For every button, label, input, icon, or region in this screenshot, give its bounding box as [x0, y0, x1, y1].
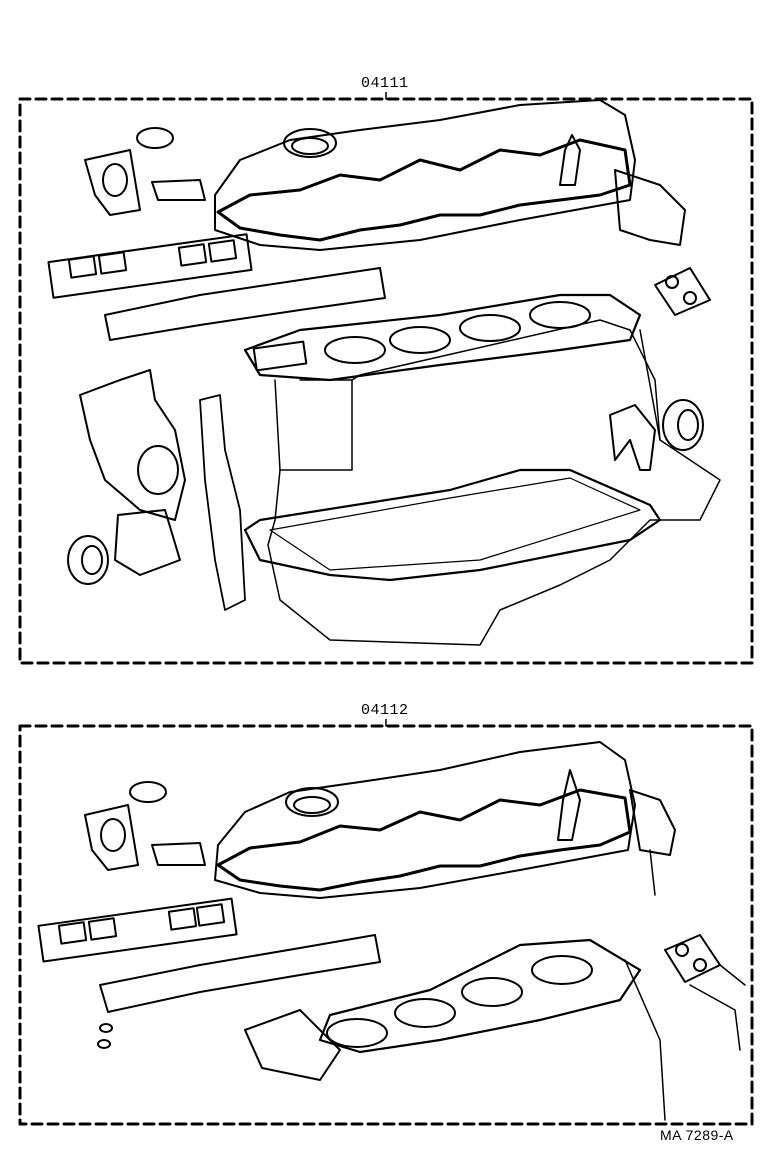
oil-filler-cap-inner — [291, 137, 329, 155]
manifold-port-2a — [57, 921, 88, 945]
rear-cover-gasket — [614, 169, 686, 246]
panel-1 — [18, 91, 754, 665]
oil-pan-gasket-inner — [269, 477, 641, 571]
water-pump-bore — [137, 445, 179, 495]
right-cover-gasket-2 — [629, 789, 676, 856]
cylinder-bore-1 — [324, 336, 386, 364]
crank-oil-seal-front-inner — [81, 545, 103, 575]
timing-gasket-window — [252, 340, 308, 372]
fuel-rail — [104, 267, 386, 341]
engine-block — [267, 319, 721, 646]
manifold-port-2c — [167, 907, 198, 931]
exhaust-flange-gasket-2 — [664, 934, 721, 983]
head-cover-gasket — [216, 138, 632, 242]
o-ring-2b — [97, 1039, 111, 1049]
crank-oil-seal-rear — [662, 399, 704, 451]
manifold-gasket-2 — [37, 897, 238, 963]
manifold-port-2b — [87, 917, 118, 941]
panel-2 — [18, 718, 754, 1126]
head-gasket — [243, 293, 642, 382]
fuel-rail-2 — [99, 934, 381, 1013]
head-cover-2 — [214, 741, 636, 899]
cylinder-bore-2 — [389, 326, 451, 354]
reference-code: MA 7289-A — [657, 1127, 737, 1143]
small-gasket — [151, 179, 206, 201]
oil-pan-gasket — [243, 468, 662, 582]
exhaust-port-a — [665, 275, 679, 289]
exhaust-flange-gasket — [654, 267, 711, 316]
part-number-04111: 04111 — [358, 75, 412, 92]
manifold-port-1c — [177, 243, 208, 267]
panel-2-boundary — [18, 724, 754, 1126]
cylinder-bore-2-3 — [461, 977, 523, 1007]
oil-filler-cap-2 — [285, 787, 339, 817]
throttle-bore — [102, 163, 128, 197]
spark-plug-tube — [559, 134, 581, 186]
cylinder-bore-2-2 — [394, 998, 456, 1028]
timing-cover-gasket — [199, 394, 246, 611]
exhaust-port-2b — [693, 958, 707, 972]
cylinder-bore-4 — [529, 301, 591, 329]
block-edge-2 — [624, 849, 666, 1121]
thermostat-gasket — [114, 509, 181, 576]
manifold-port-1d — [207, 239, 238, 263]
exhaust-pipe-2 — [689, 964, 746, 1051]
manifold-port-2d — [195, 903, 226, 927]
cylinder-bore-2-4 — [531, 955, 593, 985]
throttle-bore-2 — [100, 818, 126, 852]
cylinder-bore-3 — [459, 314, 521, 342]
ring-gasket-top — [136, 127, 174, 149]
oil-filler-cap-2-inner — [293, 796, 331, 814]
manifold-port-1a — [67, 255, 98, 279]
timing-gasket-2 — [244, 1009, 341, 1081]
head-cover — [214, 99, 636, 251]
head-gasket-2 — [318, 938, 642, 1054]
exhaust-port-2a — [675, 943, 689, 957]
ring-gasket-top-2 — [129, 781, 167, 803]
panel-1-boundary — [18, 97, 754, 665]
spark-plug-tube-2 — [557, 769, 581, 841]
cylinder-bore-2-1 — [326, 1018, 388, 1048]
manifold-gasket-1 — [47, 233, 253, 299]
throttle-gasket-2 — [84, 804, 139, 871]
exhaust-port-b — [683, 291, 697, 305]
head-cover-gasket-2 — [216, 788, 632, 892]
small-gasket-2 — [151, 842, 206, 866]
water-pump-gasket — [79, 369, 186, 521]
crank-oil-seal-rear-inner — [677, 409, 699, 441]
rear-seal-retainer-gasket — [609, 404, 656, 471]
manifold-port-1b — [97, 251, 128, 275]
crank-oil-seal-front — [67, 535, 109, 585]
part-number-04112: 04112 — [358, 702, 412, 719]
oil-filler-cap — [283, 128, 337, 158]
throttle-gasket — [84, 149, 141, 216]
o-ring-2a — [99, 1023, 113, 1033]
